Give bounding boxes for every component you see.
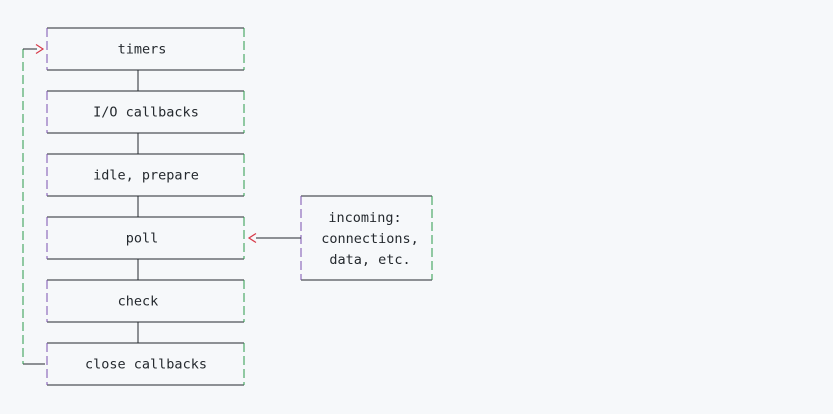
- incoming-box: incoming: connections, data, etc.: [300, 195, 433, 281]
- loop-arrow-head: [35, 43, 45, 55]
- phase-label-poll: poll: [126, 231, 159, 247]
- loop-back-line: [22, 48, 45, 365]
- phase-box-check: check: [46, 279, 245, 323]
- incoming-label-line-2: connections,: [321, 231, 419, 247]
- incoming-label-line-1: incoming:: [328, 210, 401, 226]
- incoming-label-line-3: data, etc.: [329, 252, 410, 268]
- phase-label-io-callbacks: I/O callbacks: [93, 105, 199, 121]
- phase-label-close-callbacks: close callbacks: [85, 357, 207, 373]
- phase-label-timers: timers: [118, 42, 167, 58]
- phase-box-io-callbacks: I/O callbacks: [46, 90, 245, 134]
- incoming-arrow-head: [247, 232, 257, 244]
- phase-box-poll: poll: [46, 216, 245, 260]
- phase-label-check: check: [118, 294, 159, 310]
- phase-label-idle-prepare: idle, prepare: [93, 168, 199, 184]
- phase-box-close-callbacks: close callbacks: [46, 342, 245, 386]
- phase-box-idle-prepare: idle, prepare: [46, 153, 245, 197]
- phase-box-timers: timers: [46, 27, 245, 71]
